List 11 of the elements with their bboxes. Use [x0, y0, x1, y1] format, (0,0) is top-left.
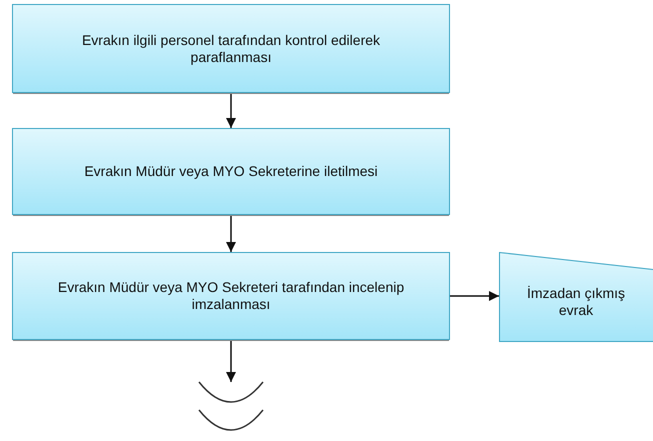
- process-box: [12, 252, 450, 340]
- arrow: [450, 291, 499, 301]
- step-text: Evrakın Müdür veya MYO Sekreterine iletilmesi: [84, 163, 378, 180]
- step-text: İmzadan çıkmış evrak: [526, 284, 626, 318]
- step-text: Evrakın Müdür veya MYO Sekreteri tarafından incelenip imzalanması: [56, 279, 406, 313]
- arrow: [226, 215, 236, 252]
- arrow: [226, 340, 236, 382]
- arrow: [226, 93, 236, 128]
- step-text: Evrakın ilgili personel tarafından kontrol edilerek paraflanması: [80, 32, 382, 66]
- process-box: [12, 4, 450, 93]
- process-box: [12, 128, 450, 215]
